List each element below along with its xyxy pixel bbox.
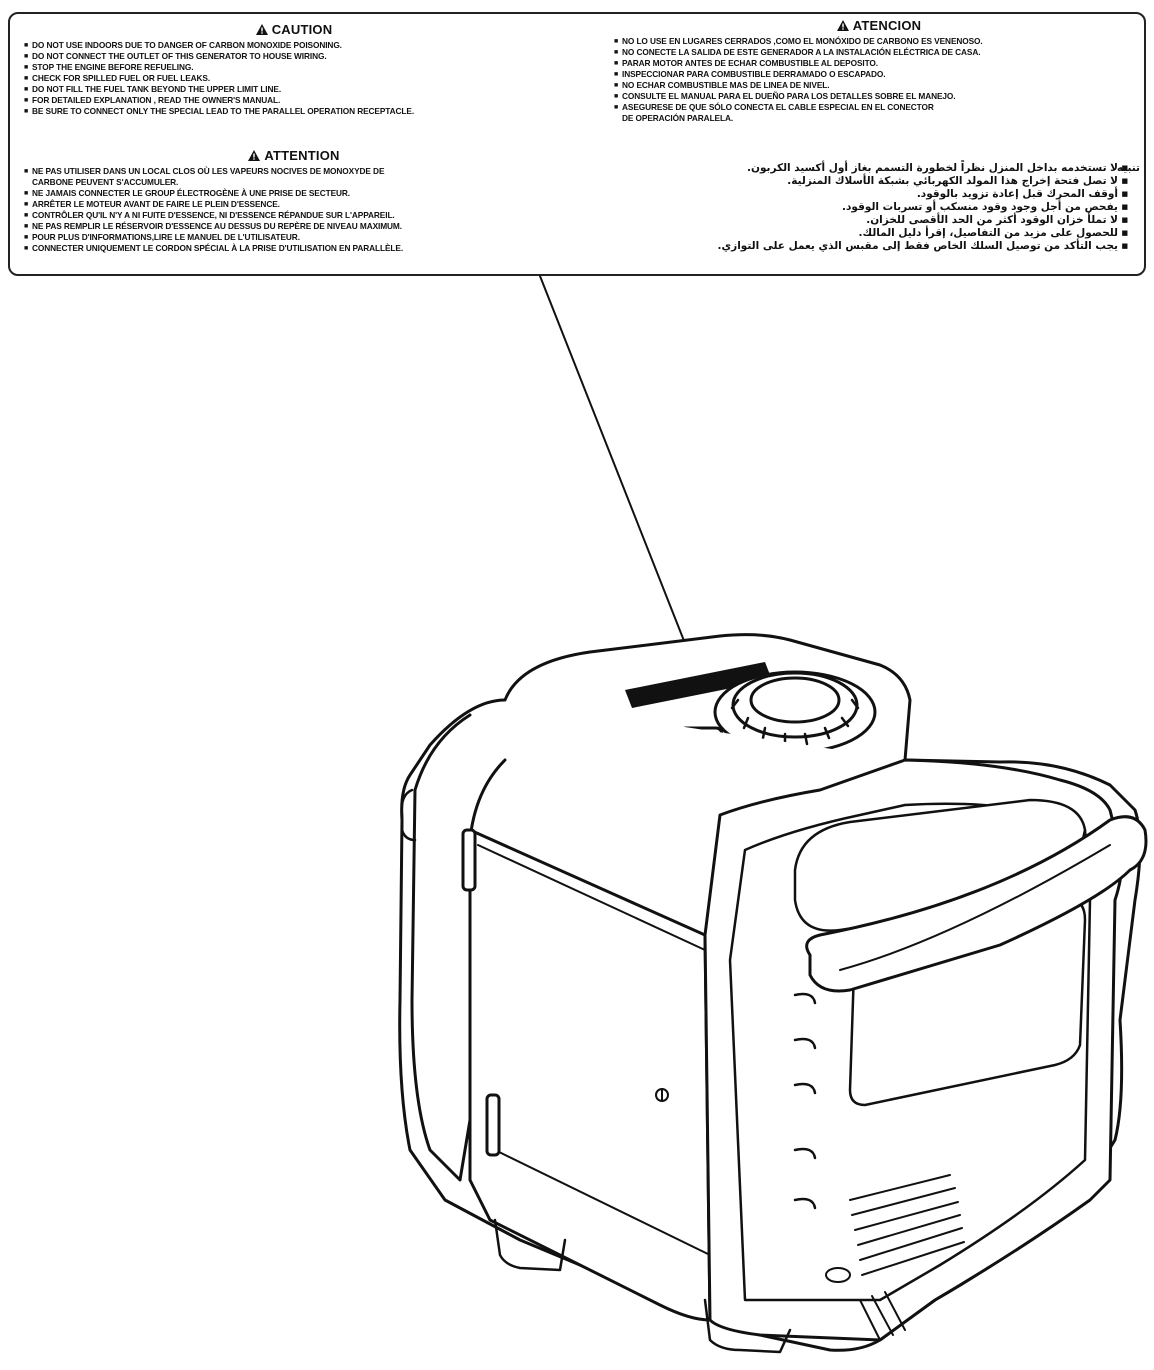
left-end-cap: [410, 713, 507, 1182]
attention-title: ATTENTION: [264, 148, 340, 163]
list-item: يجب التأكد من توصيل السلك الخاص فقط إلى …: [648, 240, 1128, 253]
side-tabs: [793, 992, 817, 1210]
list-item: لا تملأ خزان الوقود أكثر من الحد الأقصى …: [648, 214, 1128, 227]
list-item: DO NOT CONNECT THE OUTLET OF THIS GENERA…: [24, 51, 564, 62]
list-item: لا تصل فتحة إخراج هذا المولد الكهربائي ب…: [648, 175, 1128, 188]
list-item: POUR PLUS D'INFORMATIONS,LIRE LE MANUEL …: [24, 232, 564, 243]
list-item: CARBONE PEUVENT S'ACCUMULER.: [32, 177, 179, 187]
list-item: ARRÊTER LE MOTEUR AVANT DE FAIRE LE PLEI…: [24, 199, 564, 210]
hinge-top: [461, 828, 477, 892]
warning-label-panel: CAUTION DO NOT USE INDOORS DUE TO DANGER…: [8, 12, 1146, 276]
list-item: NO ECHAR COMBUSTIBLE MAS DE LINEA DE NIV…: [614, 80, 1144, 91]
list-item: CONSULTE EL MANUAL PARA EL DUEÑO PARA LO…: [614, 91, 1144, 102]
caution-title: CAUTION: [271, 22, 333, 37]
top-label-sticker: [625, 662, 772, 708]
list-item: INSPECCIONAR PARA COMBUSTIBLE DERRAMADO …: [614, 69, 1144, 80]
list-item: يفحص من أجل وجود وقود منسكب أو تسربات ال…: [648, 201, 1128, 214]
list-item: FOR DETAILED EXPLANATION , READ THE OWNE…: [24, 95, 564, 106]
atencion-list: NO LO USE EN LUGARES CERRADOS ,COMO EL M…: [614, 36, 1144, 124]
list-item: CHECK FOR SPILLED FUEL OR FUEL LEAKS.: [24, 73, 564, 84]
list-item: BE SURE TO CONNECT ONLY THE SPECIAL LEAD…: [24, 106, 564, 117]
caution-block: CAUTION DO NOT USE INDOORS DUE TO DANGER…: [24, 22, 564, 117]
lower-grille: [849, 1174, 965, 1276]
list-item: CONNECTER UNIQUEMENT LE CORDON SPÉCIAL À…: [24, 243, 564, 254]
list-item: NE JAMAIS CONNECTER LE GROUP ÉLECTROGÈNE…: [24, 188, 564, 199]
list-item: STOP THE ENGINE BEFORE REFUELING.: [24, 62, 564, 73]
attention-block: ATTENTION NE PAS UTILISER DANS UN LOCAL …: [24, 148, 564, 254]
list-item: للحصول على مزيد من التفاصيل، إقرأ دليل ا…: [648, 227, 1128, 240]
attention-heading: ATTENTION: [24, 148, 564, 163]
lower-vent: [825, 1267, 851, 1283]
list-item: NE PAS REMPLIR LE RÉSERVOIR D'ESSENCE AU…: [24, 221, 564, 232]
list-item: أوقف المحرك قبل إعادة تزويد بالوقود.: [648, 188, 1128, 201]
list-item: CONTRÔLER QU'IL N'Y A NI FUITE D'ESSENCE…: [24, 210, 564, 221]
warning-triangle-icon: [836, 20, 849, 31]
attention-list: NE PAS UTILISER DANS UN LOCAL CLOS OÙ LE…: [24, 166, 564, 254]
fuel-cap-ridges: [730, 698, 860, 746]
list-item: DO NOT FILL THE FUEL TANK BEYOND THE UPP…: [24, 84, 564, 95]
panel-seam: [494, 1149, 711, 1256]
atencion-block: ATENCION NO LO USE EN LUGARES CERRADOS ,…: [614, 18, 1144, 124]
fuel-cap-top: [749, 676, 841, 724]
handle-inner: [839, 844, 1111, 971]
left-cap-detail: [400, 788, 417, 842]
caution-heading: CAUTION: [24, 22, 564, 37]
foot-right: [703, 1298, 792, 1354]
bottom-vents: [859, 1291, 906, 1341]
carry-handle: [805, 815, 1148, 993]
arabic-block: تنبيه لا تستخدمه بداخل المنزل نظراً لخطو…: [648, 162, 1140, 253]
list-item: لا تستخدمه بداخل المنزل نظراً لخطورة الت…: [648, 162, 1128, 175]
warning-triangle-icon: [255, 24, 268, 35]
list-item: DE OPERACIÓN PARALELA.: [622, 113, 734, 123]
foot-left: [493, 1218, 567, 1272]
list-item: NE PAS UTILISER DANS UN LOCAL CLOS OÙ LE…: [24, 166, 564, 177]
leader-line: [539, 275, 691, 657]
atencion-heading: ATENCION: [614, 18, 1144, 33]
list-item: PARAR MOTOR ANTES DE ECHAR COMBUSTIBLE A…: [614, 58, 1144, 69]
atencion-title: ATENCION: [852, 18, 922, 33]
list-item: NO LO USE EN LUGARES CERRADOS ,COMO EL M…: [614, 36, 1144, 47]
panel-top-edge: [477, 844, 706, 951]
arabic-list: لا تستخدمه بداخل المنزل نظراً لخطورة الت…: [648, 162, 1128, 253]
list-item: ASEGURESE DE QUE SÓLO CONECTA EL CABLE E…: [614, 102, 1144, 113]
hinge-bottom: [485, 1093, 501, 1157]
warning-triangle-icon: [248, 150, 261, 161]
caution-list: DO NOT USE INDOORS DUE TO DANGER OF CARB…: [24, 40, 564, 117]
list-item: NO CONECTE LA SALIDA DE ESTE GENERADOR A…: [614, 47, 1144, 58]
list-item: DO NOT USE INDOORS DUE TO DANGER OF CARB…: [24, 40, 564, 51]
